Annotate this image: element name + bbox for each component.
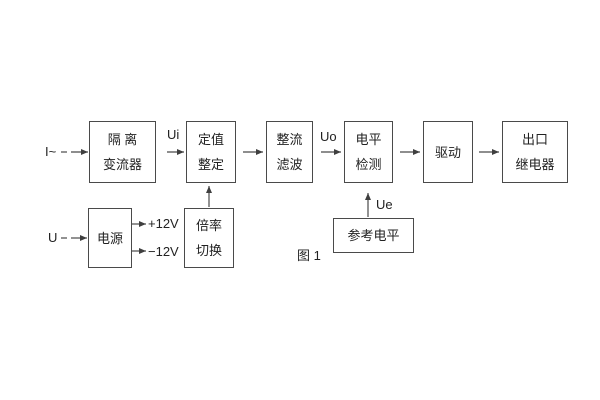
block-level-detector: 电平 检测 [344,121,393,183]
block-drive: 驱动 [423,121,473,183]
block-label-line: 变流器 [102,157,142,172]
block-reference-level: 参考电平 [333,218,414,253]
block-rectifier-filter: 整流 滤波 [266,121,313,183]
block-label-line: 电源 [96,230,123,246]
block-label-line: 检测 [355,157,382,172]
block-label-line: 整流 [276,132,303,147]
block-label-line: 驱动 [434,144,461,160]
block-output-relay: 出口 继电器 [502,121,568,183]
label-signal-ue: Ue [376,197,393,212]
block-ratio-switch: 倍率 切换 [184,208,234,268]
block-label-line: 出口 [521,132,548,147]
block-isolation-transformer: 隔 离 变流器 [89,121,156,183]
block-label-line: 整定 [197,157,224,172]
label-input-voltage: U [48,230,58,245]
label-input-current: I~ [45,144,57,159]
block-setpoint-adjust: 定值 整定 [186,121,236,183]
label-neg-rail: −12V [148,244,179,259]
block-label-line: 倍率 [195,218,222,233]
block-label-line: 切换 [195,243,222,258]
label-signal-uo: Uo [320,129,337,144]
label-pos-rail: +12V [148,216,179,231]
block-label-line: 滤波 [276,157,303,172]
block-label-line: 定值 [197,132,224,147]
block-label-line: 参考电平 [347,228,400,243]
block-label-line: 隔 离 [107,132,138,147]
block-label-line: 电平 [355,132,382,147]
figure-caption: 图 1 [297,248,321,263]
block-label-line: 继电器 [515,157,555,172]
block-power-supply: 电源 [88,208,132,268]
label-signal-ui: Ui [167,127,180,142]
